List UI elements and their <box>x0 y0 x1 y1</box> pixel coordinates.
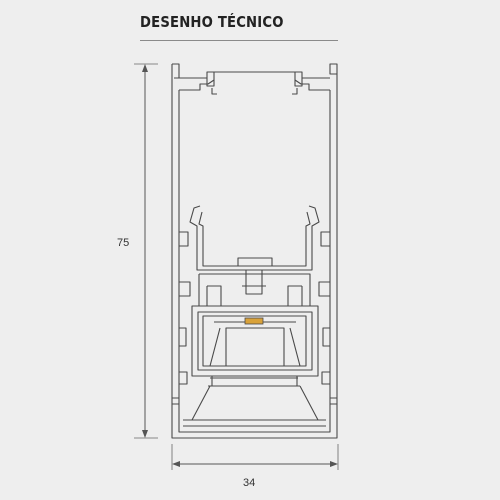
width-dimension <box>171 444 339 470</box>
spring-clip <box>189 205 320 271</box>
title-underline <box>140 40 338 41</box>
led-chip <box>244 317 264 325</box>
profile-section <box>171 63 338 439</box>
width-dimension-label: 34 <box>243 477 256 489</box>
reflector <box>183 377 326 433</box>
height-dimension-label: 75 <box>117 237 130 249</box>
page-title: DESENHO TÉCNICO <box>140 13 284 31</box>
height-dimension <box>134 63 158 439</box>
driver-module <box>198 257 311 307</box>
